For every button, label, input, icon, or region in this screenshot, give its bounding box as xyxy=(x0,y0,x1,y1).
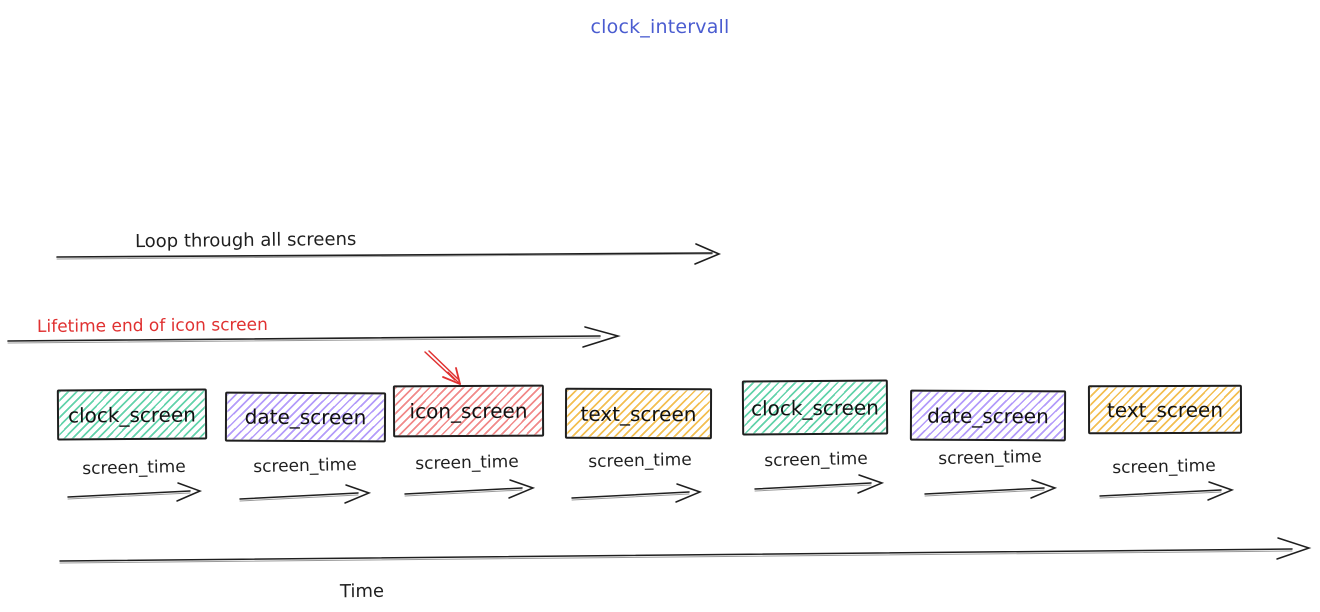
screen-time-label-2: screen_time xyxy=(253,454,357,478)
screen-box-text-screen-2: text_screen xyxy=(1087,384,1243,435)
screen-time-label-6: screen_time xyxy=(938,446,1042,470)
screen-time-arrow-4 xyxy=(571,483,703,503)
screen-box-date-screen-1: date_screen xyxy=(224,391,387,443)
screen-time-label-3: screen_time xyxy=(415,451,519,475)
screen-time-arrow-2 xyxy=(239,484,372,504)
screen-box-label: date_screen xyxy=(244,404,367,430)
screen-time-label-7: screen_time xyxy=(1112,455,1216,479)
screen-box-label: text_screen xyxy=(580,401,697,426)
screen-time-arrow-1 xyxy=(67,482,203,502)
screen-box-clock-screen-1: clock_screen xyxy=(56,388,208,441)
screen-time-label-5: screen_time xyxy=(764,448,868,472)
screen-box-label: clock_screen xyxy=(67,402,197,427)
screen-box-label: date_screen xyxy=(927,403,1049,428)
screen-box-date-screen-2: date_screen xyxy=(909,389,1067,442)
screen-box-label: icon_screen xyxy=(409,398,528,424)
screen-box-label: text_screen xyxy=(1106,397,1224,422)
screen-time-arrow-5 xyxy=(754,474,885,494)
screen-time-arrow-3 xyxy=(404,479,536,499)
time-axis-label: Time xyxy=(339,580,385,603)
screen-box-text-screen-1: text_screen xyxy=(564,387,713,440)
screen-box-icon-screen: icon_screen xyxy=(392,384,545,438)
red-pointer-arrow xyxy=(424,350,461,385)
screen-time-arrow-7 xyxy=(1099,481,1235,501)
screen-time-arrow-6 xyxy=(924,479,1058,499)
screen-box-label: clock_screen xyxy=(750,395,880,420)
diagram-title: clock_intervall xyxy=(590,16,730,38)
time-axis-arrow xyxy=(59,537,1312,564)
screen-box-clock-screen-2: clock_screen xyxy=(741,379,889,436)
lifetime-arrow-label: Lifetime end of icon screen xyxy=(36,314,268,338)
screen-time-label-4: screen_time xyxy=(588,449,692,473)
loop-arrow-label: Loop through all screens xyxy=(134,228,357,253)
screen-time-label-1: screen_time xyxy=(82,456,186,480)
